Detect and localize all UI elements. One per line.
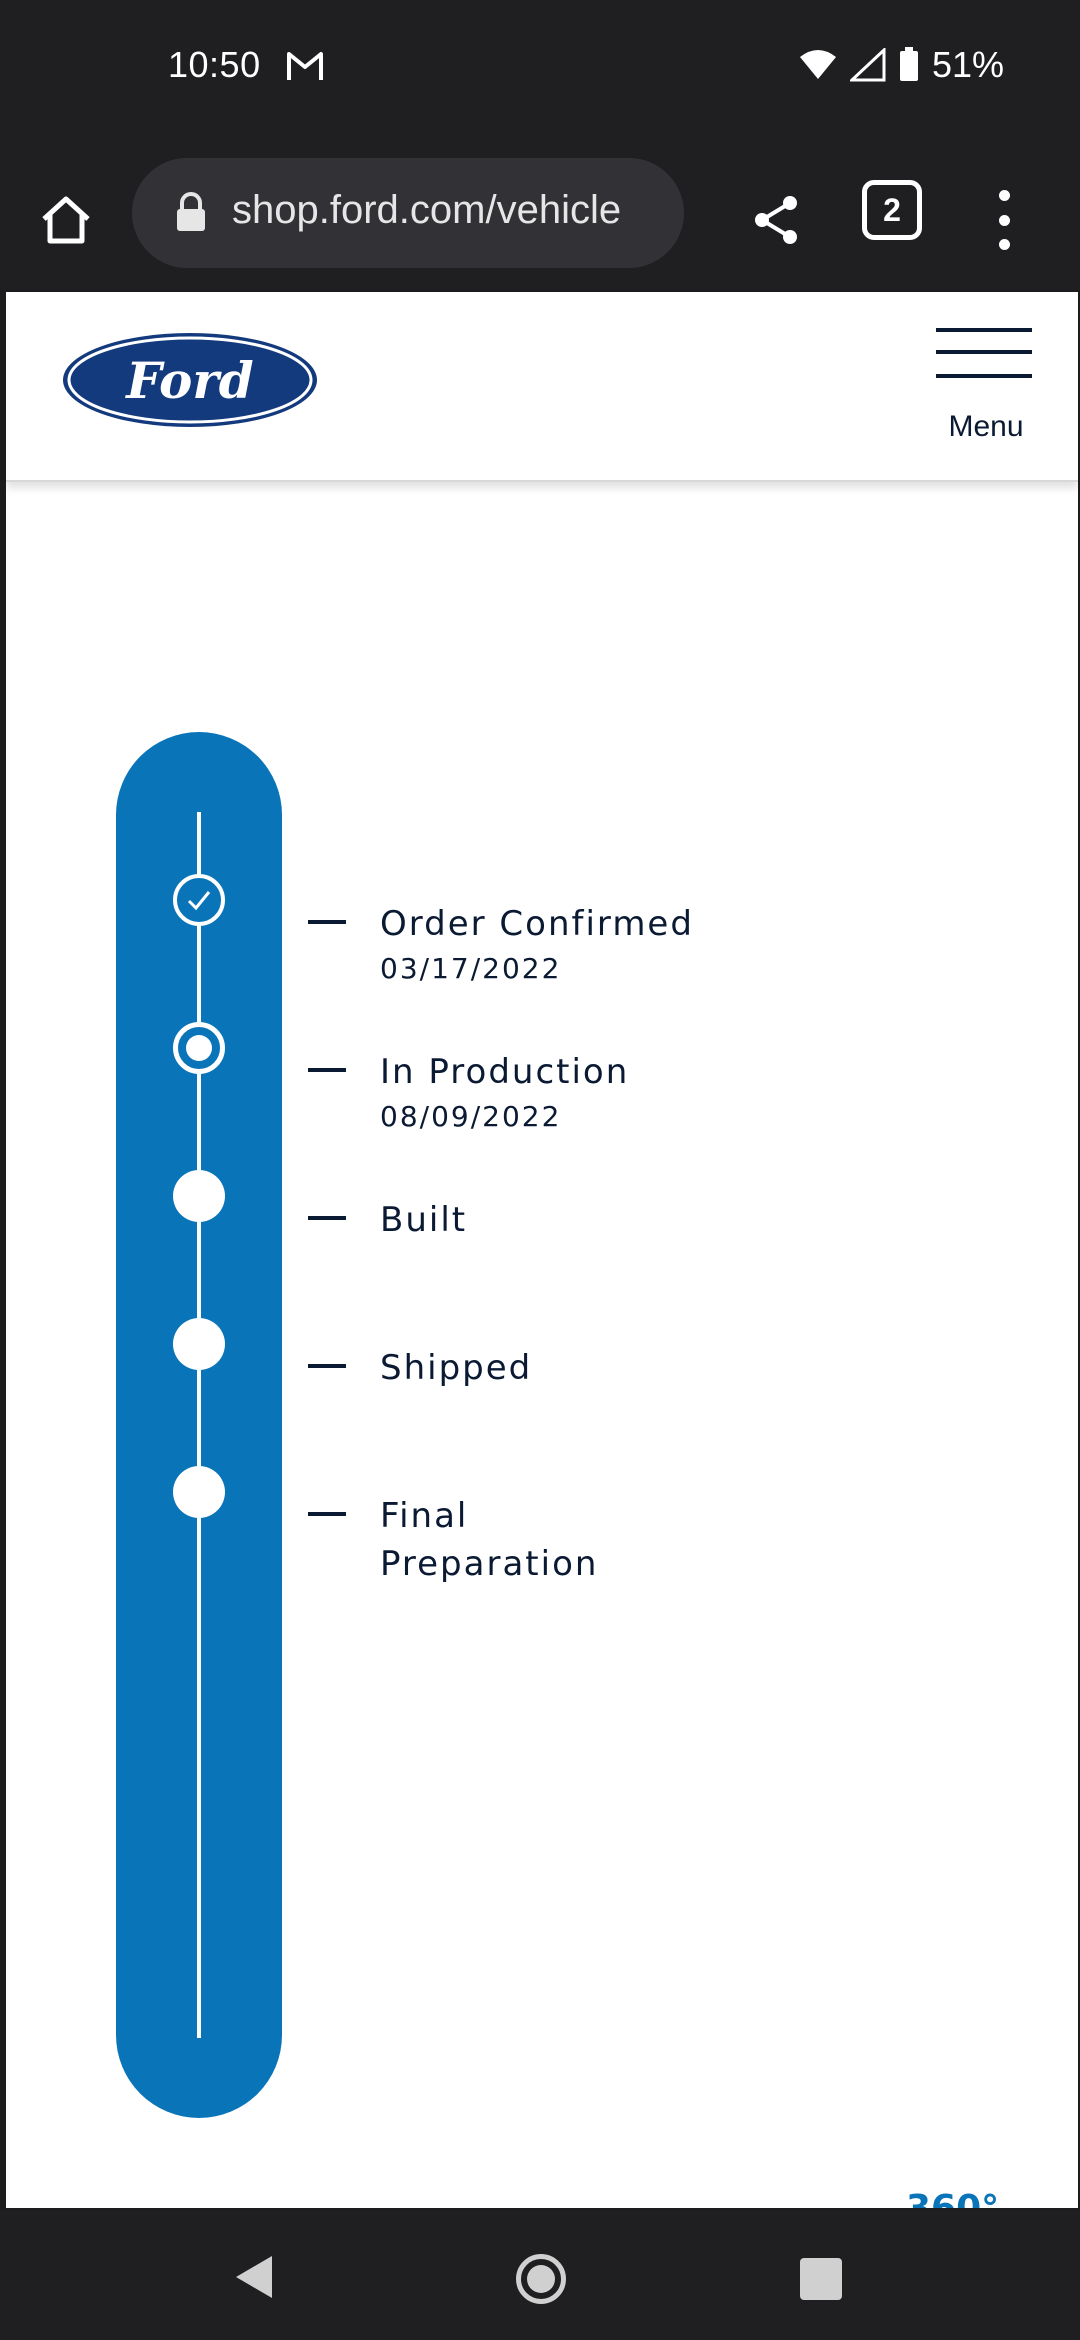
back-icon[interactable] xyxy=(234,2254,274,2300)
step-dash xyxy=(308,1216,346,1220)
battery-icon xyxy=(899,47,918,81)
svg-text:Ford: Ford xyxy=(124,351,253,410)
menu-label: Menu xyxy=(948,410,1024,443)
more-options-button[interactable] xyxy=(980,184,1028,256)
home-nav-icon[interactable] xyxy=(516,2254,566,2304)
step-label: Shipped xyxy=(380,1348,533,1388)
status-bar: 10:50 51% xyxy=(0,0,1080,140)
step-current-icon xyxy=(173,1022,225,1074)
hamburger-icon xyxy=(936,328,1032,332)
step-complete-icon xyxy=(173,874,225,926)
step-label: Final xyxy=(380,1496,469,1536)
step-pending-icon xyxy=(173,1318,225,1370)
home-button[interactable] xyxy=(30,184,102,256)
more-dot-icon xyxy=(998,214,1010,226)
checkmark-icon xyxy=(187,891,211,911)
step-label: Built xyxy=(380,1200,468,1240)
order-tracker xyxy=(116,732,282,2118)
url-text: shop.ford.com/vehicle xyxy=(232,188,622,232)
recent-apps-icon[interactable] xyxy=(800,2258,842,2300)
step-label: Order Confirmed xyxy=(380,904,694,944)
step-date: 08/09/2022 xyxy=(380,1100,562,1133)
hamburger-icon-line xyxy=(936,350,1032,354)
menu-button[interactable]: Menu xyxy=(936,328,1036,448)
more-dot-icon xyxy=(998,239,1010,250)
share-button[interactable] xyxy=(740,184,812,256)
cell-signal-icon xyxy=(849,48,886,82)
step-label: Preparation xyxy=(380,1544,599,1584)
battery-percent: 51% xyxy=(931,44,1004,85)
hamburger-icon-line xyxy=(936,374,1032,378)
tracker-line xyxy=(197,812,201,2038)
view-360-link[interactable]: 360° xyxy=(906,2188,999,2208)
lock-icon xyxy=(177,192,205,231)
step-dash xyxy=(308,1512,346,1516)
step-label: In Production xyxy=(380,1052,630,1092)
site-header: Ford Menu xyxy=(6,292,1078,482)
step-dash xyxy=(308,1364,346,1368)
ford-logo[interactable]: Ford xyxy=(60,330,320,430)
tab-switcher-button[interactable]: 2 xyxy=(862,180,922,240)
browser-toolbar: shop.ford.com/vehicle 2 xyxy=(0,140,1080,290)
status-icons: 51% xyxy=(798,44,1004,86)
home-icon xyxy=(42,196,90,244)
step-date: 03/17/2022 xyxy=(380,952,562,985)
system-nav-bar xyxy=(0,2210,1080,2340)
step-pending-icon xyxy=(173,1170,225,1222)
gmail-icon xyxy=(287,52,323,80)
more-dot-icon xyxy=(998,190,1010,201)
step-pending-icon xyxy=(173,1466,225,1518)
web-page: Ford Menu Order Confirmed 03/17/2022 In … xyxy=(6,292,1078,2208)
url-bar[interactable]: shop.ford.com/vehicle xyxy=(132,158,684,268)
wifi-icon xyxy=(799,50,836,79)
step-dash xyxy=(308,1068,346,1072)
step-dash xyxy=(308,920,346,924)
share-icon xyxy=(755,196,797,244)
status-time: 10:50 xyxy=(168,44,261,85)
